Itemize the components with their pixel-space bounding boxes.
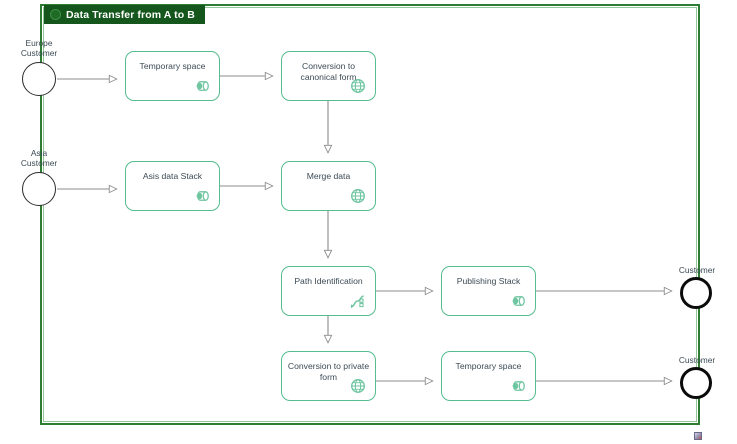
task-conversion-canonical[interactable]: Conversion to canonical form [281, 51, 376, 101]
globe-icon [351, 189, 365, 203]
end-event-customer-bottom[interactable] [680, 367, 712, 399]
storage-stack-icon [196, 81, 209, 91]
task-label: Conversion to private form [287, 361, 370, 382]
task-label: Temporary space [139, 61, 206, 71]
task-path-identification[interactable]: Path Identification [281, 266, 376, 316]
task-label: Path Identification [294, 276, 363, 286]
task-label: Temporary space [455, 361, 522, 371]
start-event-asia[interactable] [22, 172, 56, 206]
task-label: Merge data [306, 171, 351, 181]
pool-border-inner [43, 7, 697, 422]
task-label: Asis data Stack [142, 171, 203, 181]
task-asis-data-stack[interactable]: Asis data Stack [125, 161, 220, 211]
end-event-customer-top-label: Customer [678, 265, 716, 275]
end-event-customer-top[interactable] [680, 277, 712, 309]
globe-icon [351, 79, 365, 93]
task-temporary-space-2[interactable]: Temporary space [441, 351, 536, 401]
routing-path-icon [350, 295, 364, 309]
start-event-europe-label: Europe Customer [20, 38, 58, 58]
task-label: Publishing Stack [456, 276, 521, 286]
pool-title-bar[interactable]: Data Transfer from A to B [44, 5, 205, 24]
pool-title-label: Data Transfer from A to B [66, 8, 195, 21]
globe-icon [351, 379, 365, 393]
start-event-asia-label: Asia Customer [20, 148, 58, 168]
task-publishing-stack[interactable]: Publishing Stack [441, 266, 536, 316]
resize-handle-icon[interactable] [694, 432, 702, 440]
storage-stack-icon [512, 296, 525, 306]
end-event-customer-bottom-label: Customer [678, 355, 716, 365]
task-merge-data[interactable]: Merge data [281, 161, 376, 211]
task-temporary-space-1[interactable]: Temporary space [125, 51, 220, 101]
collapse-circle-icon[interactable] [50, 9, 61, 20]
task-label: Conversion to canonical form [300, 61, 357, 82]
storage-stack-icon [512, 381, 525, 391]
task-conversion-private[interactable]: Conversion to private form [281, 351, 376, 401]
storage-stack-icon [196, 191, 209, 201]
start-event-europe[interactable] [22, 62, 56, 96]
pool-border-outer[interactable] [40, 4, 700, 425]
